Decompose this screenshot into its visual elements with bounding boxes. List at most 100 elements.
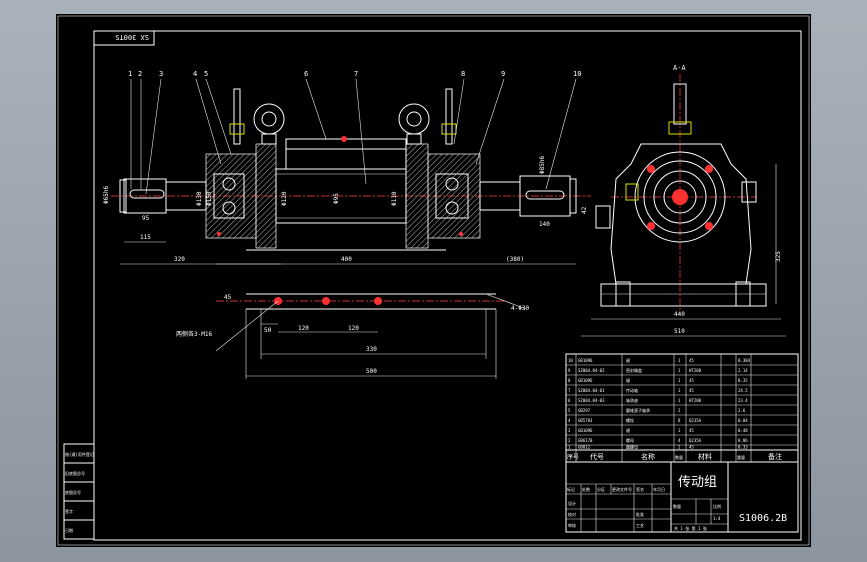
stamp-1: 借(通)用件登记 <box>65 451 94 457</box>
svg-text:0.35: 0.35 <box>738 378 748 383</box>
svg-text:1: 1 <box>678 398 681 403</box>
bom-row: 9 SZ004.04-02 密封端盖 1 HT200 2.14 <box>568 367 748 373</box>
holes-right-callout: 4-Φ30 <box>511 305 529 312</box>
svg-text:备注: 备注 <box>768 452 782 461</box>
dim-hole-span: 330 <box>366 346 377 353</box>
svg-text:SZ004.04-03: SZ004.04-03 <box>578 398 605 403</box>
engineering-drawing: SX 300TS 借(通)用件登记 旧底图总号 底图总号 签字 日期 <box>57 15 810 546</box>
mark-3: 分区 <box>597 486 605 492</box>
part-number-2: 2 <box>138 70 142 78</box>
dim-shaft-total: 320 <box>174 256 185 263</box>
svg-text:4: 4 <box>678 438 681 443</box>
svg-text:HT200: HT200 <box>689 368 702 373</box>
svg-text:45: 45 <box>689 445 694 450</box>
svg-text:GB1096: GB1096 <box>578 358 593 363</box>
stamp-3: 底图总号 <box>65 489 81 495</box>
bom-row: 8 GB1096 键 1 45 0.35 <box>568 377 748 383</box>
bom-row: 5 GB297 圆锥滚子轴承 2 2.6 <box>568 407 746 413</box>
dim-hole-first: 50 <box>264 327 272 334</box>
svg-text:GB5783: GB5783 <box>578 418 593 423</box>
inner-border <box>93 30 802 541</box>
section-label: A-A <box>673 64 686 72</box>
svg-text:23.4: 23.4 <box>738 398 748 403</box>
svg-text:0.06: 0.06 <box>738 438 748 443</box>
side-view: A-A <box>581 64 786 337</box>
svg-text:2: 2 <box>678 445 681 450</box>
front-section-view <box>111 88 591 251</box>
svg-text:GB6170: GB6170 <box>578 438 593 443</box>
mark-6: 年月日 <box>653 486 665 492</box>
dim-view-width-2: 510 <box>674 328 685 335</box>
svg-text:24.5: 24.5 <box>738 388 748 393</box>
bom-row: 10 GB1096 键 1 45 0.384 <box>568 357 751 363</box>
dim-section-2: Φ110 <box>391 191 398 206</box>
sheet-count: 共 1 张 第 1 张 <box>674 525 707 531</box>
svg-text:键: 键 <box>626 377 630 383</box>
dim-view-height: 325 <box>775 251 782 262</box>
svg-text:Q235A: Q235A <box>689 438 702 443</box>
svg-text:Q235A: Q235A <box>689 418 702 423</box>
svg-text:序号: 序号 <box>567 453 579 461</box>
stamp-2: 旧底图总号 <box>65 470 85 476</box>
svg-text:SZ004.04-01: SZ004.04-01 <box>578 388 605 393</box>
dim-left-len: 115 <box>140 234 151 241</box>
svg-text:名称: 名称 <box>641 452 655 461</box>
dim-foot-thk: 45 <box>224 294 232 301</box>
svg-text:9: 9 <box>568 368 571 373</box>
svg-text:8: 8 <box>678 418 681 423</box>
bom-row: 3 GB1096 键 1 45 0.48 <box>568 427 748 433</box>
dim-center-dia: Φ95 <box>333 193 340 204</box>
svg-text:键: 键 <box>626 427 630 433</box>
svg-text:0.48: 0.48 <box>738 428 748 433</box>
svg-text:2: 2 <box>568 438 571 443</box>
svg-text:2: 2 <box>678 408 681 413</box>
dim-hole-pitch-1: 120 <box>298 325 309 332</box>
bom-row: 2 GB6170 螺母 4 Q235A 0.06 <box>568 437 748 443</box>
svg-text:45: 45 <box>689 388 694 393</box>
mark-5: 签名 <box>636 486 644 492</box>
svg-text:45: 45 <box>689 378 694 383</box>
svg-text:圆锥滚子轴承: 圆锥滚子轴承 <box>626 407 650 413</box>
scale-value: 1:4 <box>713 516 721 521</box>
dim-right-span: (380) <box>506 256 524 263</box>
svg-text:7: 7 <box>568 388 571 393</box>
dim-left-dia: Φ65h6 <box>103 186 110 204</box>
dim-bearing-bore-2: Φ130 <box>196 191 203 206</box>
svg-text:代号: 代号 <box>590 452 604 461</box>
part-number-10: 10 <box>573 70 581 78</box>
dim-bearing-bore-1: Φ150 <box>206 191 213 206</box>
outer-border <box>57 15 810 546</box>
svg-text:SZ004.04-02: SZ004.04-02 <box>578 368 605 373</box>
dim-view-small: 42 <box>581 206 588 214</box>
qty-label: 数量 <box>673 503 681 509</box>
part-callouts: 1 2 3 4 5 6 7 8 9 10 <box>128 70 581 195</box>
part-number-6: 6 <box>304 70 308 78</box>
dim-base-len: 500 <box>366 368 377 375</box>
svg-text:0.04: 0.04 <box>738 418 748 423</box>
svg-text:数量: 数量 <box>675 454 683 460</box>
bom-header-row: 序号 代号 名称 数量 材料 重量 备注 <box>567 452 782 461</box>
svg-text:重量: 重量 <box>737 454 745 460</box>
svg-text:GB812: GB812 <box>578 445 591 450</box>
drawing-number: S1006.2B <box>739 513 787 524</box>
svg-text:HT200: HT200 <box>689 398 702 403</box>
holes-left-callout: 两侧各3-M16 <box>176 330 212 338</box>
svg-text:1: 1 <box>678 358 681 363</box>
part-number-7: 7 <box>354 70 358 78</box>
svg-text:1: 1 <box>678 428 681 433</box>
front-dimensions: Φ65h6 95 115 320 400 (380) 140 Φ85h6 Φ15… <box>103 156 576 265</box>
mount-hole <box>322 297 330 305</box>
svg-text:1: 1 <box>568 445 571 450</box>
svg-text:螺母: 螺母 <box>626 437 634 443</box>
svg-text:GB297: GB297 <box>578 408 591 413</box>
drawing-sheet: SX 300TS 借(通)用件登记 旧底图总号 底图总号 签字 日期 <box>56 14 811 547</box>
role-1: 设计 <box>568 500 576 506</box>
svg-text:圆螺母: 圆螺母 <box>626 444 638 450</box>
svg-text:6: 6 <box>568 398 571 403</box>
role-3: 审核 <box>568 522 576 528</box>
bom-row: 4 GB5783 螺栓 8 Q235A 0.04 <box>568 417 748 423</box>
dim-keyway-right: 140 <box>539 221 550 228</box>
svg-text:0.384: 0.384 <box>738 358 751 363</box>
dim-hole-pitch-2: 120 <box>348 325 359 332</box>
